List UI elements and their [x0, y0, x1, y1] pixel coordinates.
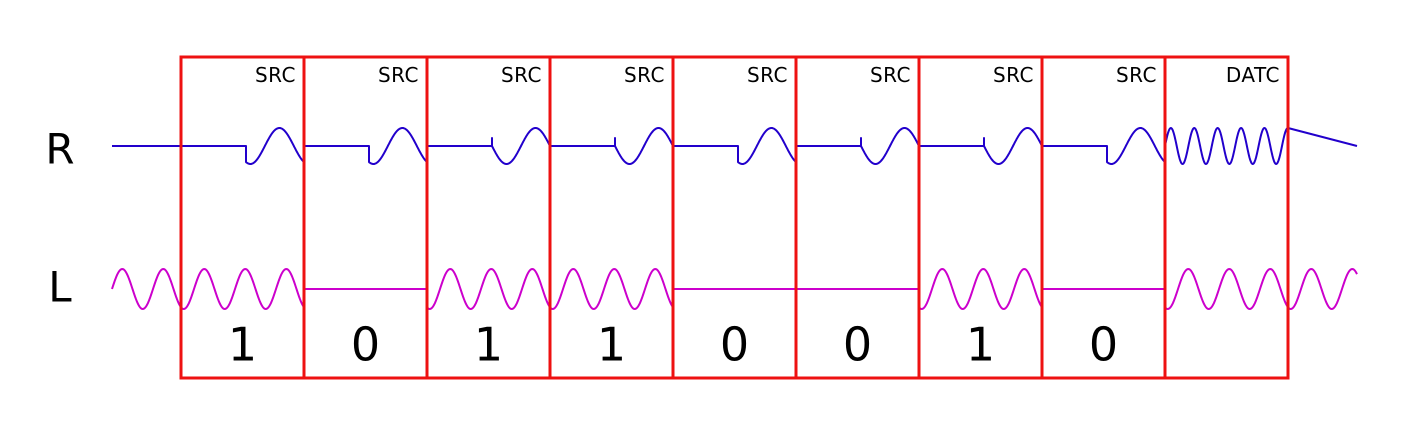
slot-bit-8: 0 [1089, 318, 1118, 372]
r-signal-path [112, 127, 1358, 165]
row-label-r: R [45, 125, 74, 174]
slot-tag-1: SRC [255, 63, 296, 87]
slot-bit-7: 1 [966, 318, 995, 372]
slot-bit-1: 1 [228, 318, 257, 372]
slot-tag-8: SRC [1116, 63, 1157, 87]
slot-bit-2: 0 [351, 318, 380, 372]
slot-bit-4: 1 [597, 318, 626, 372]
l-signal-path [111, 267, 1358, 311]
l-signal-trace [111, 267, 1358, 311]
slot-tag-4: SRC [624, 63, 665, 87]
slot-frame-9 [1163, 55, 1290, 380]
slot-tag-9: DATC [1226, 63, 1280, 87]
row-label-l: L [48, 263, 72, 312]
slot-tag-3: SRC [501, 63, 542, 87]
slot-bit-6: 0 [843, 318, 872, 372]
slot-tag-5: SRC [747, 63, 788, 87]
slot-bit-3: 1 [474, 318, 503, 372]
r-signal-trace [112, 127, 1358, 165]
slot-bit-5: 0 [720, 318, 749, 372]
slot-tag-7: SRC [993, 63, 1034, 87]
slot-frames [179, 55, 1290, 380]
slot-tag-2: SRC [378, 63, 419, 87]
slot-labels: SRC 1 SRC 0 SRC 1 SRC 1 SRC 0 SRC 0 SRC 1 SRC 0 DATC [228, 63, 1280, 372]
slot-tag-6: SRC [870, 63, 911, 87]
